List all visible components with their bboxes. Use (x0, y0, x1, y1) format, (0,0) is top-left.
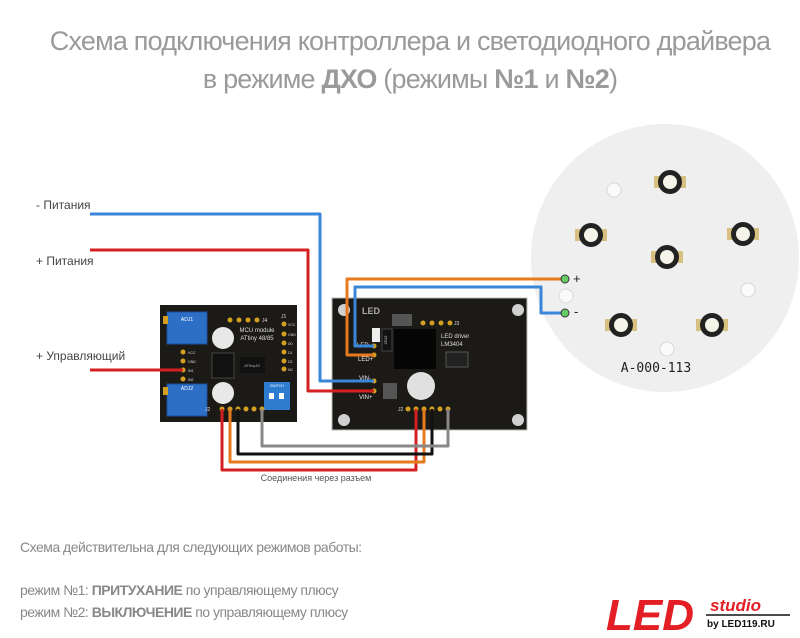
wires (90, 212, 563, 472)
svg-text:ATtiny 48/85: ATtiny 48/85 (240, 336, 274, 342)
notes-intro: Схема действительна для следующих режимо… (20, 539, 362, 555)
svg-text:SWITCH: SWITCH (270, 384, 284, 388)
svg-text:studio: studio (710, 596, 761, 615)
leds (575, 170, 759, 337)
svg-text:LED: LED (606, 591, 694, 638)
led-driver-board: LED 2512 LED driver LM3404 LED- LED+ VIN… (331, 297, 528, 431)
led-board-code: A-000-113 (621, 361, 691, 376)
svg-text:J3: J3 (454, 321, 460, 327)
svg-text:VIN+: VIN+ (359, 395, 373, 401)
title-line2: в режиме ДХО (режимы №1 и №2) (203, 64, 617, 94)
label-control: + Управляющий (36, 349, 125, 363)
title-line1: Схема подключения контроллера и светодио… (50, 26, 772, 56)
wire-minus-power (90, 212, 374, 383)
notes-mode2: режим №2: ВЫКЛЮЧЕНИЕ по управляющему плю… (20, 604, 348, 620)
svg-text:LM3404: LM3404 (441, 342, 463, 348)
wire-conn-red (220, 409, 418, 472)
svg-text:2512: 2512 (383, 335, 388, 345)
svg-text:J2: J2 (398, 407, 404, 413)
led-board-holes (558, 182, 756, 357)
wire-conn-orange (228, 409, 426, 464)
led-board-plus: + (573, 271, 581, 286)
svg-text:J4: J4 (262, 318, 268, 324)
mcu-module-board: ADJ1 ADJ2 MCU module ATtiny 48/85 ATtiny… (160, 305, 297, 422)
svg-text:GND: GND (288, 333, 296, 337)
wire-led-minus (353, 285, 563, 348)
svg-text:D2: D2 (288, 360, 293, 364)
svg-text:ADJ2: ADJ2 (181, 386, 193, 392)
svg-text:VCC: VCC (188, 351, 196, 355)
svg-text:ATtiny45: ATtiny45 (244, 363, 260, 368)
svg-text:VIN-: VIN- (359, 376, 371, 382)
svg-text:VCC: VCC (288, 323, 296, 327)
led-board-minus: - (574, 304, 578, 319)
svg-text:GND: GND (188, 360, 196, 364)
svg-text:MCU module: MCU module (239, 328, 275, 334)
svg-text:NC: NC (288, 368, 294, 372)
svg-text:IN1: IN1 (188, 369, 194, 373)
wire-led-plus (345, 277, 563, 357)
svg-text:J1: J1 (281, 314, 287, 320)
wire-plus-power (90, 248, 374, 393)
label-minus-power: - Питания (36, 198, 91, 212)
svg-text:LED: LED (362, 306, 381, 316)
svg-text:IN2: IN2 (188, 378, 194, 382)
svg-text:ADJ1: ADJ1 (181, 317, 193, 323)
ledstudio-logo: LED studio by LED119.RU (606, 591, 790, 638)
svg-text:D1: D1 (288, 351, 293, 355)
label-plus-power: + Питания (36, 254, 94, 268)
notes-mode1: режим №1: ПРИТУХАНИЕ по управляющему плю… (20, 582, 339, 598)
wire-conn-black (236, 409, 434, 456)
connector-label: Соединения через разъем (261, 473, 372, 483)
svg-text:LED driver: LED driver (441, 334, 469, 340)
svg-text:D0: D0 (288, 342, 293, 346)
svg-text:by LED119.RU: by LED119.RU (707, 619, 775, 630)
svg-text:J2: J2 (205, 407, 211, 413)
svg-text:LED+: LED+ (358, 357, 374, 363)
wire-conn-gray (260, 409, 450, 448)
